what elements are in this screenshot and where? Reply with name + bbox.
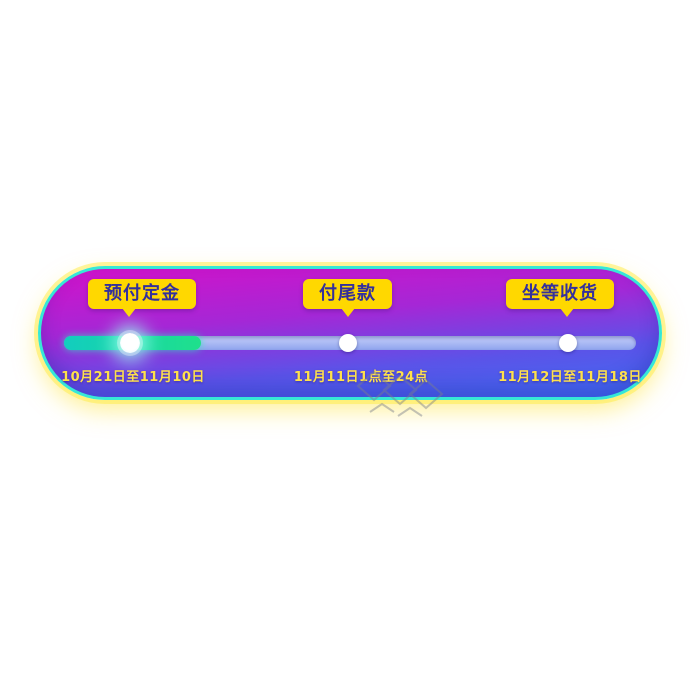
- stage-bubble-deposit: 预付定金: [88, 279, 196, 317]
- stage-bubble-label: 预付定金: [104, 283, 180, 304]
- bubble-tail-icon: [560, 308, 574, 317]
- bubble-tail-icon: [341, 308, 355, 317]
- stage-bubble-label: 坐等收货: [522, 283, 598, 304]
- timeline-dot: [559, 334, 577, 352]
- timeline-dot-active: [120, 333, 140, 353]
- bubble-tail-icon: [122, 308, 136, 317]
- stage-date-deposit: 10月21日至11月10日: [61, 370, 205, 385]
- stage-bubble-delivery: 坐等收货: [506, 279, 614, 317]
- presale-timeline-banner: 预付定金 付尾款 坐等收货 10月21日至11月10日 11月11日1点至24点…: [38, 266, 662, 400]
- stage-bubble-balance: 付尾款: [303, 279, 392, 317]
- stage-bubble-label: 付尾款: [319, 283, 376, 304]
- stage-date-delivery: 11月12日至11月18日: [498, 370, 642, 385]
- stage-date-balance: 11月11日1点至24点: [293, 370, 429, 385]
- timeline-dot: [339, 334, 357, 352]
